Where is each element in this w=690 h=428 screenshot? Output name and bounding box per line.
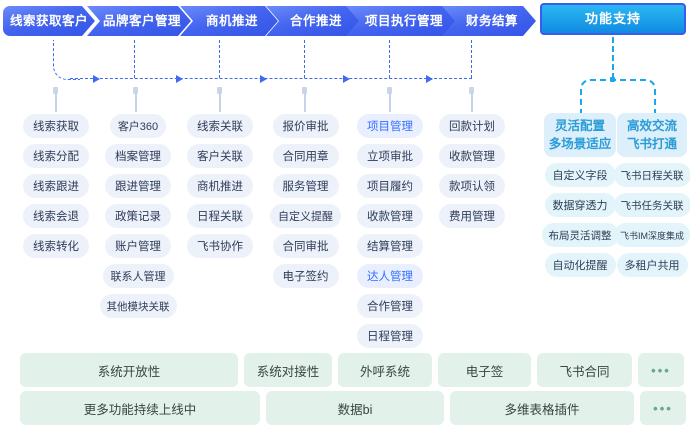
feature-pill: 达人管理 — [357, 264, 423, 288]
column-pin-stem — [389, 90, 391, 112]
feature-pill: 服务管理 — [272, 174, 339, 198]
connector-horizontal-line — [70, 77, 472, 79]
feature-pill: 报价审批 — [272, 114, 339, 138]
feature-pill: 合同用章 — [272, 144, 339, 168]
feature-pill: 合同审批 — [272, 234, 339, 258]
feature-pill: 自定义提醒 — [270, 204, 341, 228]
support-group-flexible-config: 灵活配置 多场景适应 自定义字段数据穿透力布局灵活调整自动化提醒 — [541, 113, 619, 277]
stage-button-opportunity[interactable]: 商机推进 — [180, 6, 278, 36]
column-pin-stem — [135, 90, 137, 112]
connector-vertical-line — [389, 40, 390, 78]
support-group-title: 灵活配置 多场景适应 — [544, 113, 616, 157]
stage-button-brand-customer[interactable]: 品牌客户管理 — [87, 6, 191, 36]
feature-pill: 收款管理 — [357, 204, 423, 228]
support-feature-pill: 布局灵活调整 — [541, 223, 619, 247]
capability-box: ••• — [638, 353, 684, 387]
flow-arrowhead-icon — [426, 74, 433, 83]
feature-pill: 其他模块关联 — [99, 294, 177, 318]
feature-pill: 账户管理 — [105, 234, 171, 258]
feature-pill: 费用管理 — [439, 204, 505, 228]
flow-arrowhead-icon — [260, 74, 267, 83]
feature-pill: 跟进管理 — [105, 174, 171, 198]
feature-pill: 电子签约 — [272, 264, 339, 288]
column-cooperation: 报价审批合同用章服务管理自定义提醒合同审批电子签约 — [263, 114, 348, 288]
support-connector-bracket — [580, 79, 656, 115]
support-group-title-line2: 飞书打通 — [626, 137, 677, 151]
capability-box: 电子签 — [438, 353, 531, 387]
feature-pill: 客户关联 — [187, 144, 253, 168]
support-group-title-line1: 高效交流 — [626, 119, 677, 133]
feature-pill: 线索会退 — [23, 204, 89, 228]
feature-pill: 政策记录 — [105, 204, 171, 228]
connector-vertical-line — [134, 40, 135, 78]
support-connector-stem — [612, 37, 614, 79]
flow-arrowhead-icon — [343, 74, 350, 83]
column-pin-stem — [304, 90, 306, 112]
feature-pill: 项目履约 — [357, 174, 423, 198]
feature-pill: 日程管理 — [357, 324, 423, 348]
feature-pill: 客户360 — [109, 114, 167, 138]
feature-pill: 线索跟进 — [23, 174, 89, 198]
feature-pill: 款项认领 — [439, 174, 505, 198]
capability-box: 多维表格插件 — [450, 391, 634, 425]
capability-box: ••• — [640, 391, 686, 425]
flow-arrowhead-icon — [93, 74, 100, 83]
support-feature-pill: 飞书日程关联 — [613, 163, 690, 187]
feature-pill: 线索分配 — [23, 144, 89, 168]
feature-pill: 项目管理 — [357, 114, 423, 138]
support-feature-pill: 自动化提醒 — [544, 253, 616, 277]
support-group-title: 高效交流 飞书打通 — [617, 113, 687, 157]
column-pin-stem — [471, 90, 473, 112]
capability-box: 数据bi — [266, 391, 444, 425]
stage-button-finance-settlement[interactable]: 财务结算 — [442, 6, 536, 36]
column-finance-settlement: 回款计划收款管理款项认领费用管理 — [431, 114, 513, 228]
feature-pill: 档案管理 — [105, 144, 171, 168]
support-feature-pill: 多租户共用 — [616, 253, 688, 277]
support-feature-pill: 自定义字段 — [544, 163, 616, 187]
connector-vertical-line — [219, 40, 220, 78]
flow-arrowhead-icon — [176, 74, 183, 83]
feature-pill: 回款计划 — [439, 114, 505, 138]
support-feature-pill: 飞书IM深度集成 — [614, 223, 690, 247]
feature-pill: 飞书协作 — [187, 234, 253, 258]
feature-pill: 结算管理 — [357, 234, 423, 258]
connector-vertical-line — [471, 40, 472, 78]
support-group-feishu-integration: 高效交流 飞书打通 飞书日程关联飞书任务关联飞书IM深度集成多租户共用 — [613, 113, 690, 277]
connector-corner — [53, 40, 80, 80]
capability-box: 外呼系统 — [338, 353, 432, 387]
column-pin-stem — [55, 90, 57, 112]
support-feature-pill: 飞书任务关联 — [613, 193, 690, 217]
feature-pill: 线索关联 — [187, 114, 253, 138]
feature-pill: 线索获取 — [23, 114, 89, 138]
column-project-execution: 项目管理立项审批项目履约收款管理结算管理达人管理合作管理日程管理 — [349, 114, 431, 348]
connector-vertical-line — [304, 40, 305, 78]
support-group-title-line2: 多场景适应 — [548, 137, 612, 151]
stage-button-project-execution[interactable]: 项目执行管理 — [346, 6, 456, 36]
column-lead-acquisition: 线索获取线索分配线索跟进线索会退线索转化 — [15, 114, 97, 258]
feature-pill: 线索转化 — [23, 234, 89, 258]
stage-button-lead-acquisition[interactable]: 线索获取客户 — [3, 6, 95, 36]
support-button[interactable]: 功能支持 — [540, 3, 686, 35]
feature-pill: 商机推进 — [187, 174, 253, 198]
capability-box: 飞书合同 — [537, 353, 632, 387]
feature-pill: 合作管理 — [357, 294, 423, 318]
stage-button-cooperation[interactable]: 合作推进 — [266, 6, 360, 36]
support-feature-pill: 数据穿透力 — [544, 193, 616, 217]
feature-pill: 联系人管理 — [102, 264, 174, 288]
feature-pill: 收款管理 — [439, 144, 505, 168]
capability-box: 系统开放性 — [20, 353, 238, 387]
column-pin-stem — [219, 90, 221, 112]
capability-row-1: 系统开放性系统对接性外呼系统电子签飞书合同••• — [20, 353, 684, 387]
support-group-title-line1: 灵活配置 — [554, 119, 605, 133]
capability-box: 更多功能持续上线中 — [20, 391, 260, 425]
feature-pill: 立项审批 — [357, 144, 423, 168]
column-opportunity: 线索关联客户关联商机推进日程关联飞书协作 — [179, 114, 261, 258]
capability-box: 系统对接性 — [244, 353, 332, 387]
support-connector-junction — [610, 77, 615, 82]
feature-pill: 日程关联 — [187, 204, 253, 228]
column-brand-customer: 客户360 档案管理跟进管理政策记录账户管理联系人管理其他模块关联 — [96, 114, 180, 318]
